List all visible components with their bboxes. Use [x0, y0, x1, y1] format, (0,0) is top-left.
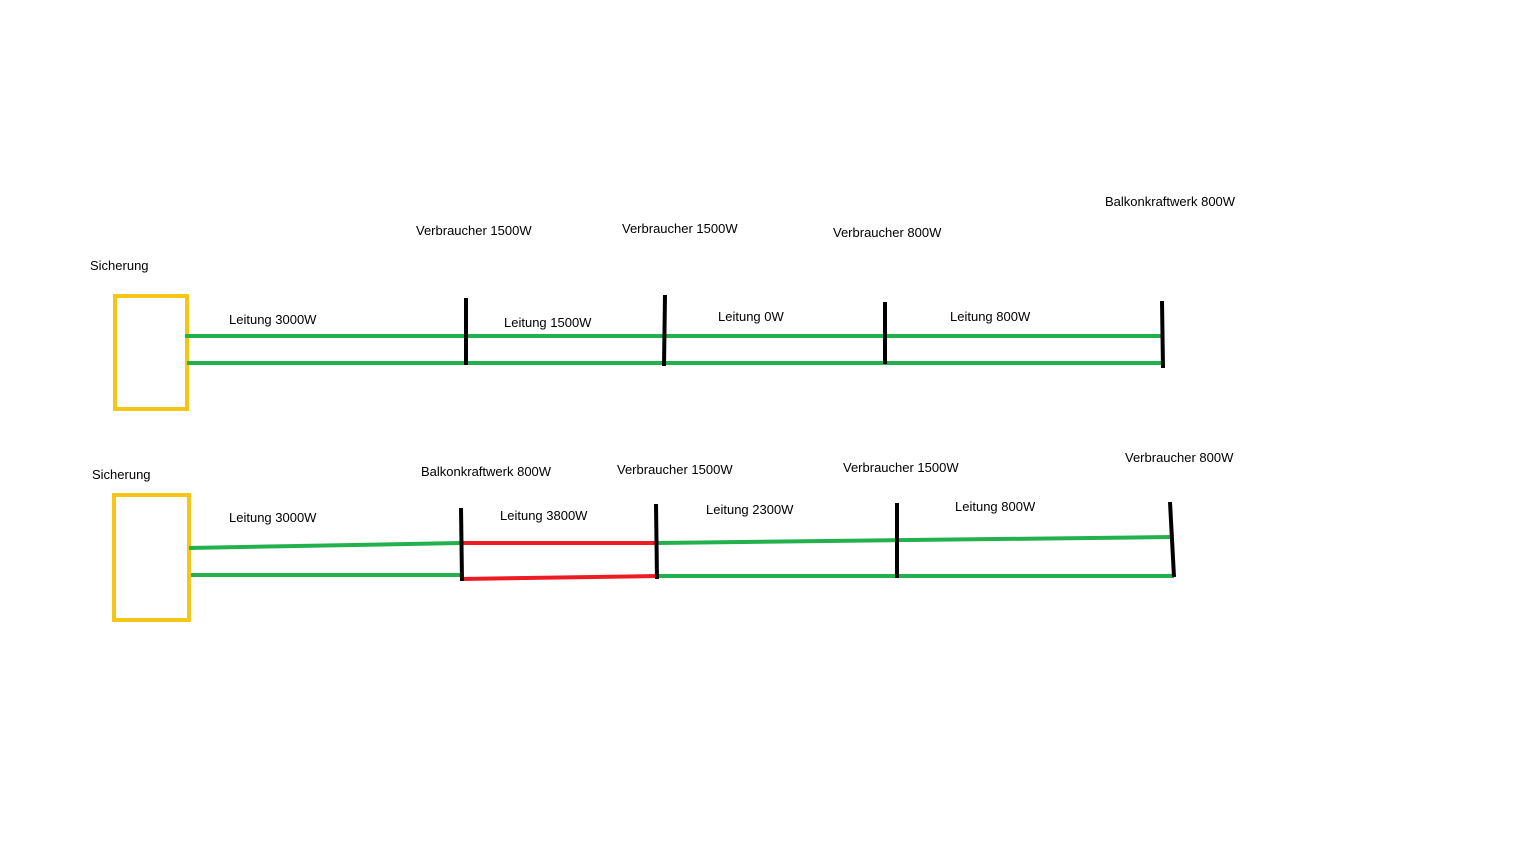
top-node-2	[662, 294, 667, 367]
bottom-diagram: Sicherung Balkonkraftwerk 800W Verbrauch…	[92, 450, 1234, 622]
bottom-node-4	[1168, 501, 1176, 578]
bottom-lower-wire-seg-2	[460, 574, 658, 581]
top-node-label-1: Verbraucher 1500W	[416, 223, 532, 238]
bottom-fuse-box	[112, 493, 191, 622]
top-node-4	[1160, 300, 1165, 369]
top-fuse-label: Sicherung	[90, 258, 149, 273]
top-segment-label-4: Leitung 800W	[950, 309, 1031, 324]
bottom-node-label-1: Balkonkraftwerk 800W	[421, 464, 552, 479]
bottom-segment-label-4: Leitung 800W	[955, 499, 1036, 514]
bottom-segment-label-2: Leitung 3800W	[500, 508, 588, 523]
bottom-segment-label-3: Leitung 2300W	[706, 502, 794, 517]
bottom-upper-wire-seg-1	[188, 541, 462, 550]
bottom-segment-label-1: Leitung 3000W	[229, 510, 317, 525]
bottom-node-label-4: Verbraucher 800W	[1125, 450, 1234, 465]
top-node-label-3: Verbraucher 800W	[833, 225, 942, 240]
bottom-node-label-3: Verbraucher 1500W	[843, 460, 959, 475]
top-segment-label-3: Leitung 0W	[718, 309, 784, 324]
top-segment-label-2: Leitung 1500W	[504, 315, 592, 330]
bottom-fuse-label: Sicherung	[92, 467, 151, 482]
top-diagram: Sicherung Verbraucher 1500W Verbraucher …	[90, 194, 1236, 411]
top-segment-label-1: Leitung 3000W	[229, 312, 317, 327]
top-node-label-4: Balkonkraftwerk 800W	[1105, 194, 1236, 209]
top-node-label-2: Verbraucher 1500W	[622, 221, 738, 236]
bottom-node-label-2: Verbraucher 1500W	[617, 462, 733, 477]
top-fuse-box	[113, 294, 189, 411]
bottom-upper-wire-seg-3	[656, 535, 1173, 545]
bottom-node-1	[459, 507, 464, 582]
bottom-node-2	[654, 503, 659, 580]
